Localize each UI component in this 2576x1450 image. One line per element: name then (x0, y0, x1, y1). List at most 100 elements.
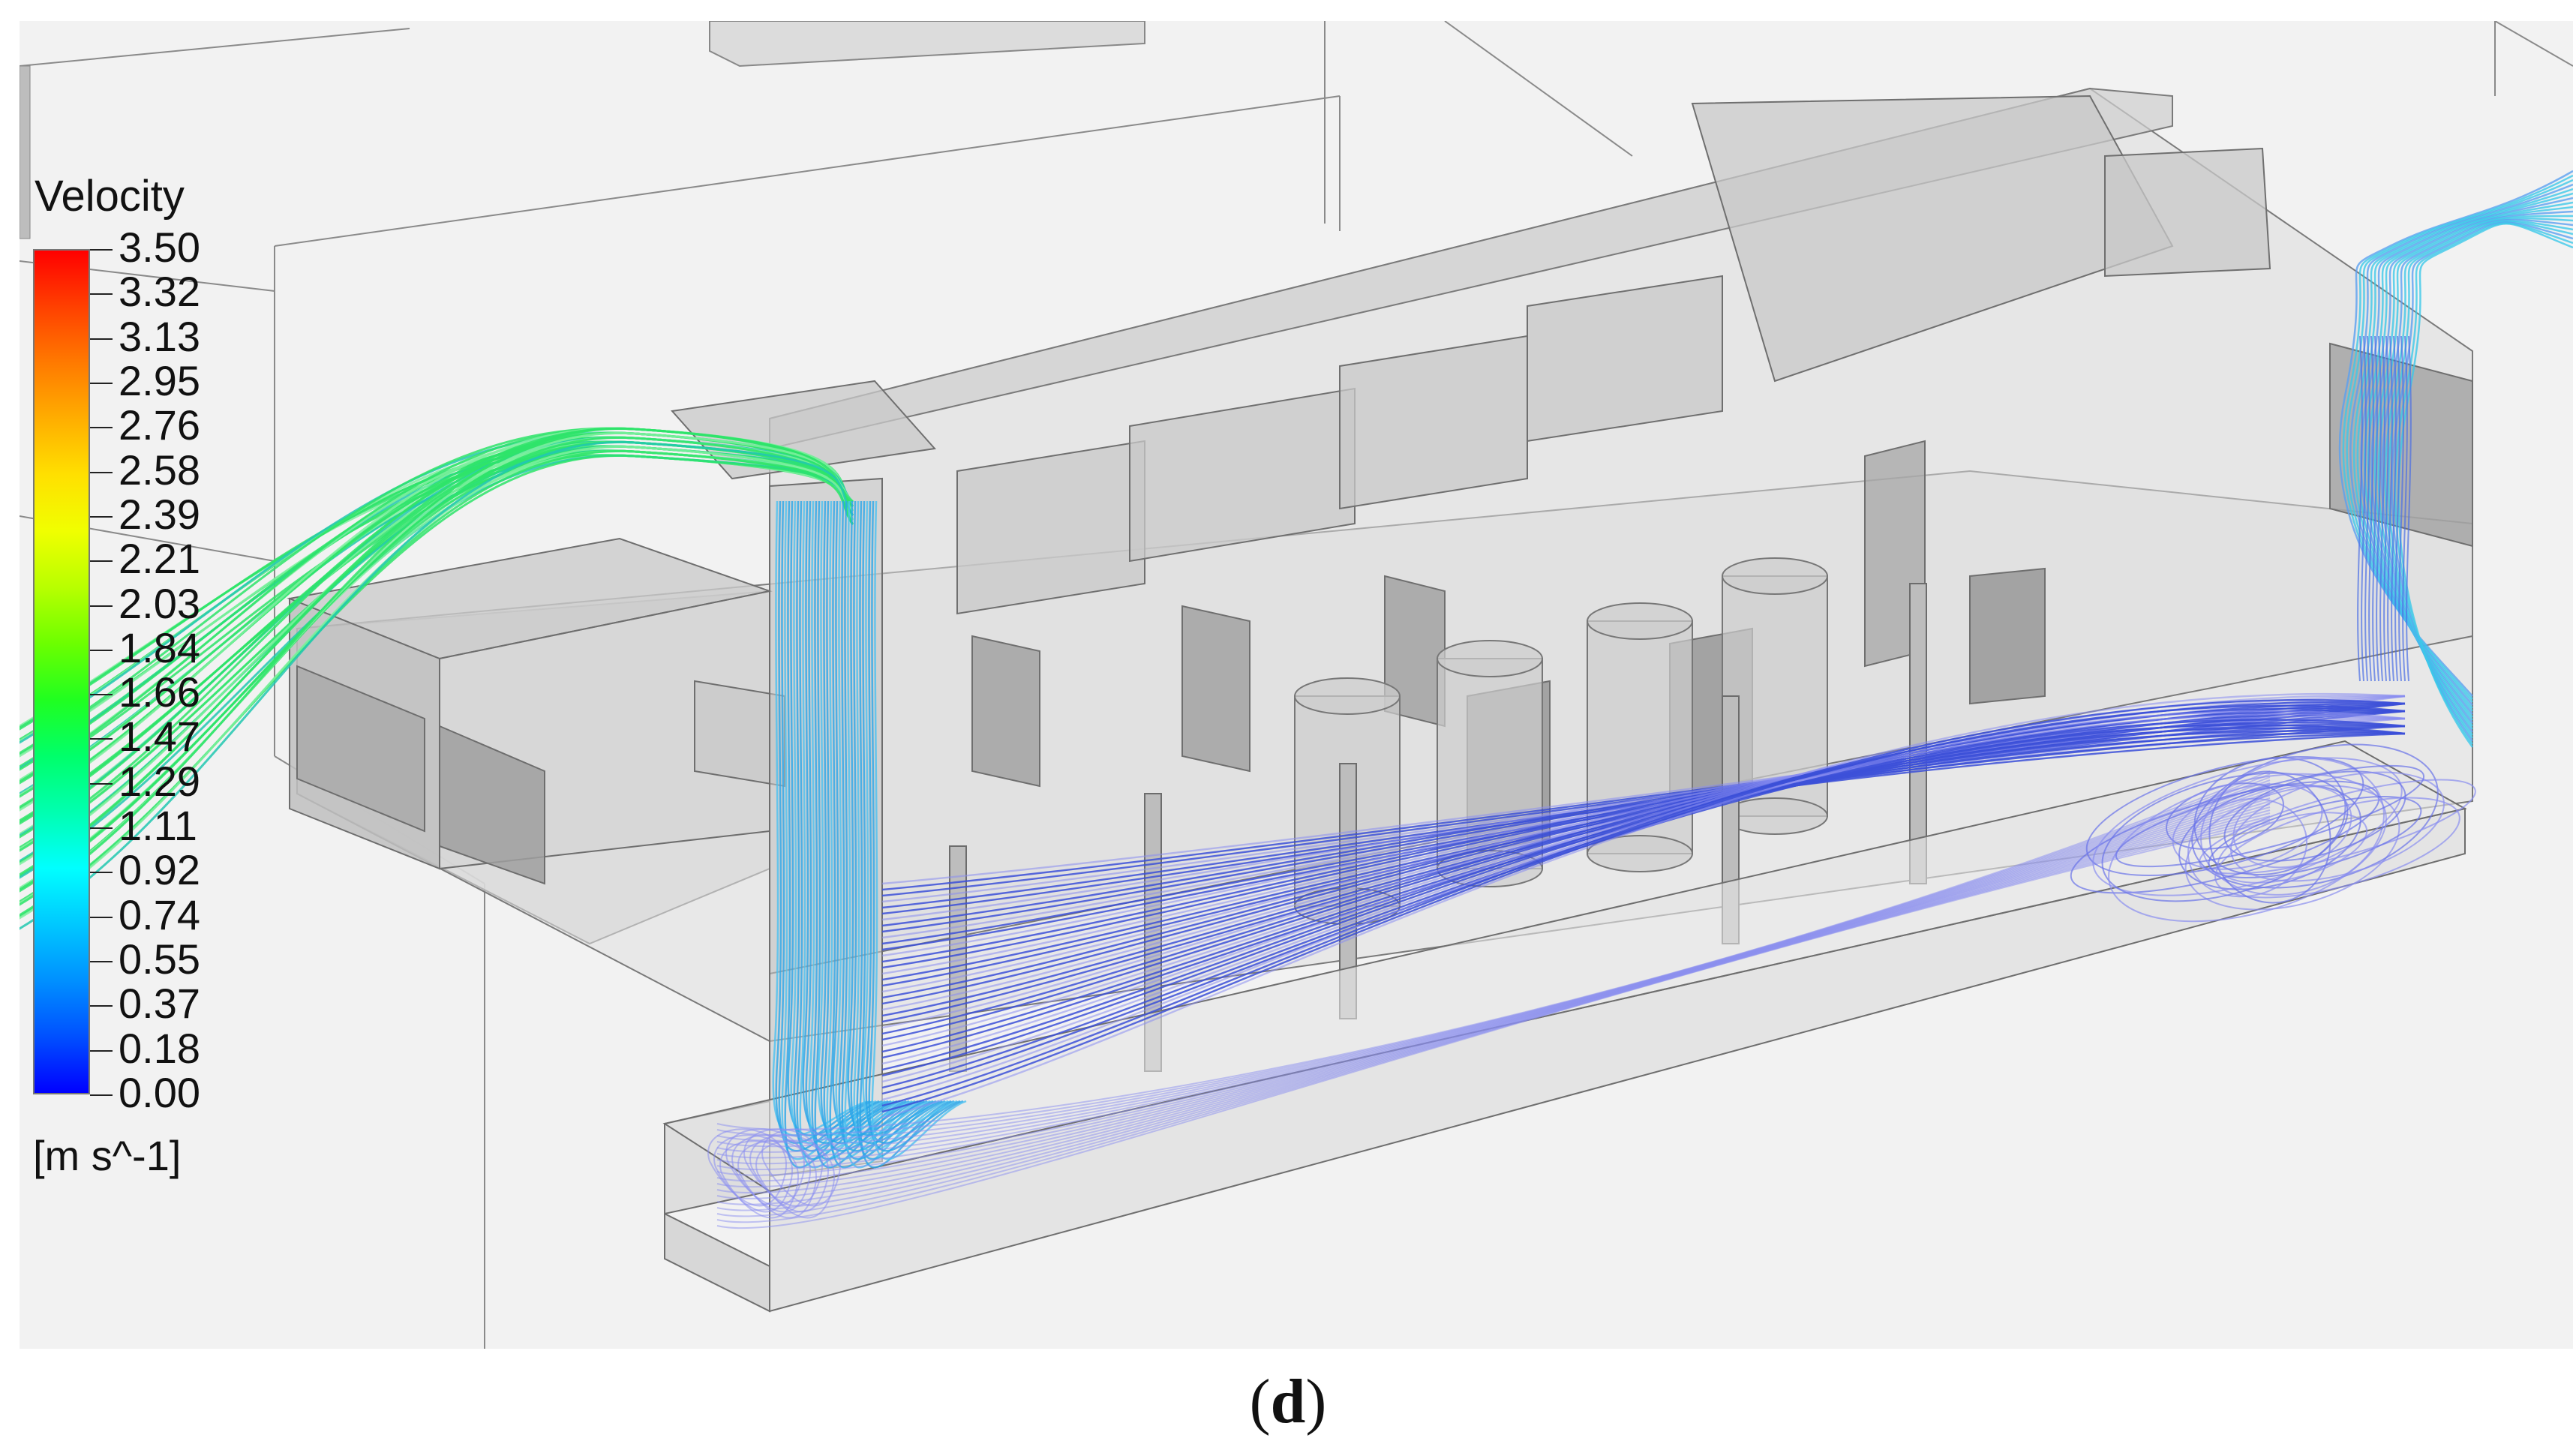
legend-tick-label: 0.92 (119, 846, 200, 894)
vortex-loop (2191, 743, 2439, 889)
streamline (2398, 335, 2404, 682)
streamline (781, 500, 877, 1160)
legend-tick-label: 2.03 (119, 579, 200, 627)
legend-tick-mark (90, 560, 113, 563)
legend-tick-label: 0.37 (119, 980, 200, 1028)
legend-color-bar (33, 249, 90, 1094)
streamline (881, 732, 2406, 915)
legend-tick-label: 0.55 (119, 935, 200, 983)
streamline (823, 500, 919, 1152)
legend-tick-mark (90, 1094, 113, 1096)
vortex-loop (2223, 770, 2406, 862)
streamline (796, 500, 892, 1160)
legend-tick-label: 1.29 (119, 757, 200, 805)
streamline (2406, 335, 2412, 682)
streamline (844, 500, 940, 1169)
streamline (841, 500, 937, 1160)
streamline (737, 1140, 817, 1219)
vortex-loop (2085, 756, 2364, 876)
vortex-loop (2199, 779, 2476, 875)
streamlines-recirculation (707, 692, 2406, 1229)
streamline (20, 445, 854, 920)
streamline (881, 692, 2406, 1101)
streamline (2402, 335, 2408, 682)
legend-tick-mark (90, 605, 113, 607)
panel-label: (d) (1249, 1367, 1327, 1436)
legend-tick-label: 1.84 (119, 623, 200, 671)
streamline (2364, 335, 2370, 682)
streamline (881, 727, 2406, 1059)
legend-tick-label: 1.66 (119, 668, 200, 716)
vortex-loop (2217, 812, 2368, 884)
vortex-loops (2070, 743, 2476, 923)
legend-tick-label: 2.39 (119, 490, 200, 538)
streamline (20, 427, 854, 906)
vortex-loop (2108, 773, 2387, 923)
streamline (859, 500, 955, 1169)
streamline (20, 427, 854, 812)
streamlines-outlet (2338, 170, 2573, 748)
streamline (2387, 335, 2393, 682)
streamline (814, 500, 910, 1169)
streamline (2357, 335, 2363, 682)
streamline (838, 500, 934, 1152)
panel-letter: d (1270, 1367, 1306, 1436)
streamline (881, 732, 2406, 987)
legend-tick-mark (90, 249, 113, 251)
streamline (716, 806, 2271, 1199)
vortex-loop (2208, 770, 2331, 904)
streamline (811, 500, 907, 1160)
streamline (2391, 335, 2397, 682)
legend-tick-mark (90, 1049, 113, 1052)
legend-tick-label: 3.13 (119, 312, 200, 360)
vortex-loop (2184, 785, 2400, 911)
legend-tick-mark (90, 1005, 113, 1007)
ceiling-box (709, 21, 1145, 68)
legend-tick-mark (90, 916, 113, 918)
streamline (881, 704, 2406, 1113)
streamline (793, 500, 889, 1152)
inlet-duct (287, 537, 773, 885)
streamline (881, 699, 2406, 1107)
streamline (716, 794, 2271, 1176)
legend-tick-mark (90, 293, 113, 296)
left-edge-strip (20, 65, 31, 239)
legend-tick-mark (90, 782, 113, 785)
legend-tick-label: 2.95 (119, 356, 200, 404)
legend-tick-label: 0.00 (119, 1069, 200, 1116)
streamline (719, 1140, 799, 1219)
legend-unit: [m s^-1] (33, 1132, 182, 1179)
legend-tick-mark (90, 649, 113, 651)
streamline (2372, 335, 2378, 682)
streamline (716, 821, 2271, 1229)
legend-tick-mark (90, 694, 113, 696)
streamline (832, 500, 928, 1136)
streamline (856, 500, 952, 1160)
vortex-loop (2208, 795, 2422, 879)
legend-tick-label: 2.76 (119, 401, 200, 449)
legend-tick-mark (90, 471, 113, 473)
legend-tick-label: 2.21 (119, 535, 200, 583)
streamline (862, 500, 958, 1136)
vortex-loop (2214, 797, 2460, 899)
streamline (761, 1128, 841, 1207)
legend-tick-mark (90, 382, 113, 384)
streamline (881, 710, 2406, 1119)
legend-tick-label: 1.47 (119, 713, 200, 761)
vortex-loop (2101, 772, 2349, 902)
legend-tick-label: 3.50 (119, 224, 200, 271)
streamline (881, 724, 2406, 1095)
streamline (2379, 335, 2385, 682)
legend-tick-label: 1.11 (119, 802, 197, 850)
streamline (881, 713, 2406, 1083)
streamline-scene (20, 21, 2573, 1349)
streamline (881, 730, 2406, 1023)
streamline (2368, 335, 2374, 682)
streamline (865, 500, 961, 1144)
legend-tick-mark (90, 827, 113, 830)
legend-tick-mark (90, 961, 113, 963)
legend-tick-mark (90, 872, 113, 874)
streamline (799, 500, 895, 1169)
streamline (881, 732, 2406, 951)
streamline (881, 719, 2406, 1089)
